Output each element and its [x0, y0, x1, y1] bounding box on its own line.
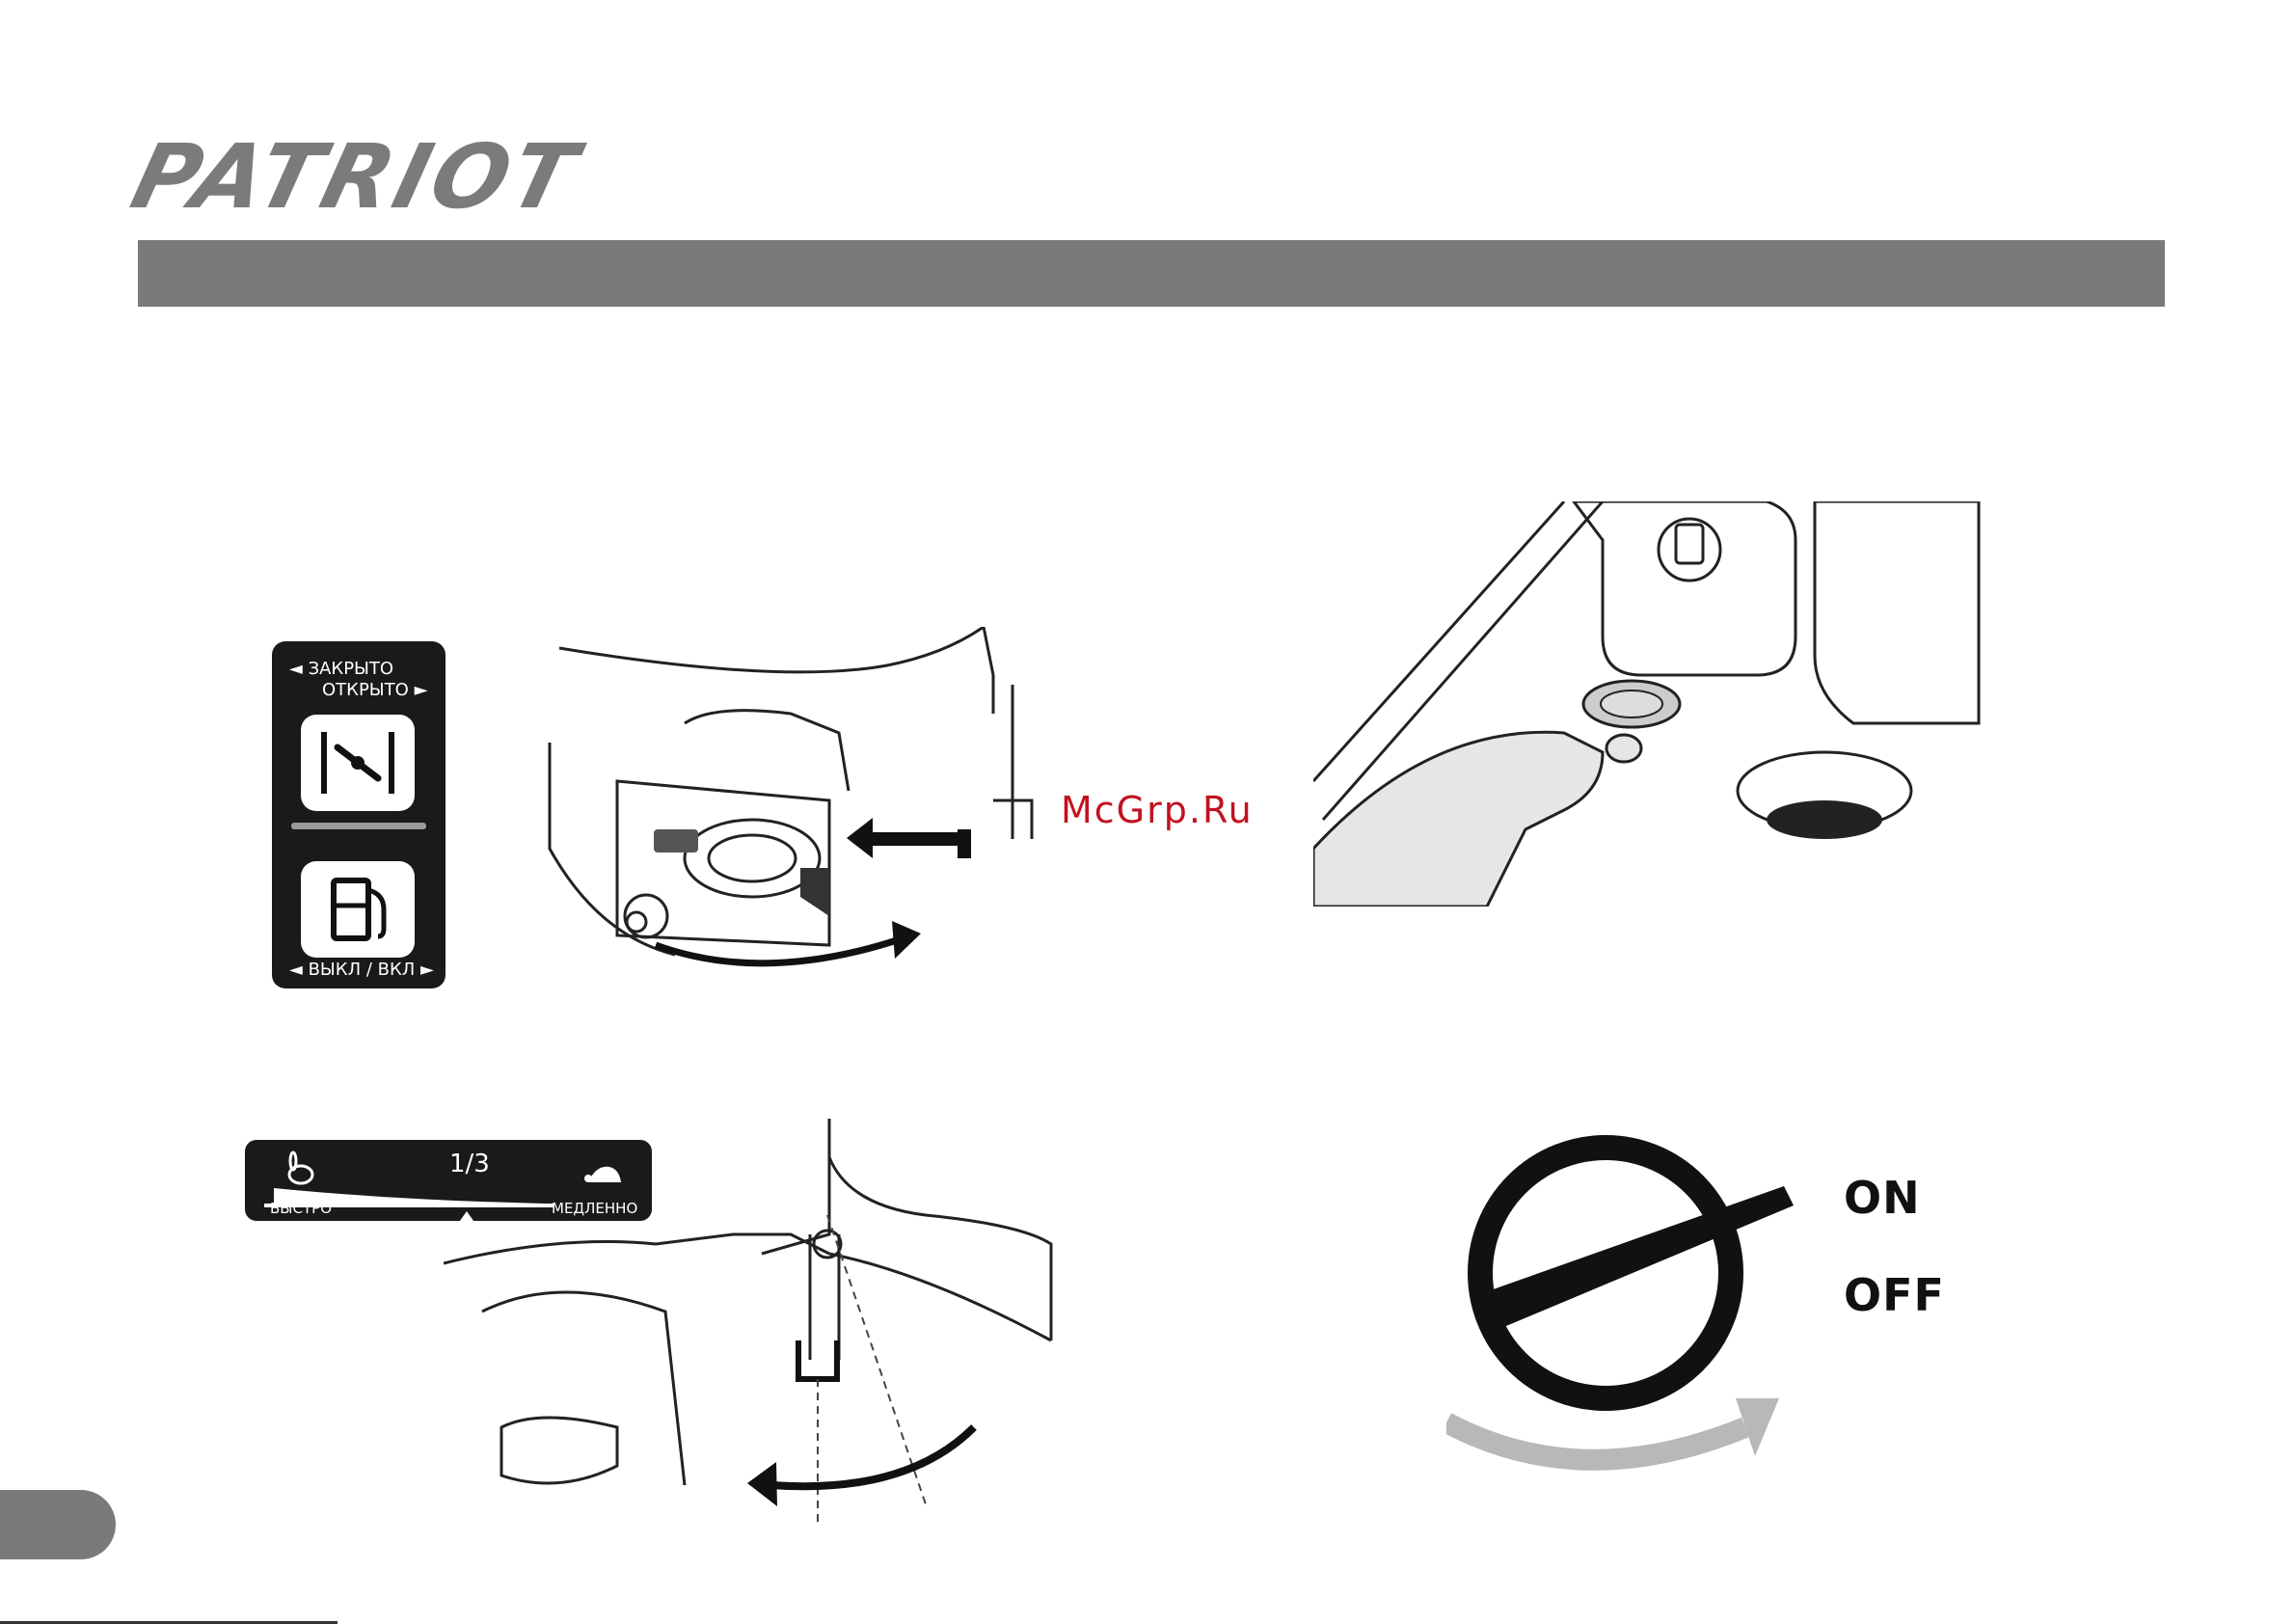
- fuel-valve-text: ◄ ВЫКЛ / ВКЛ ►: [289, 960, 434, 980]
- engine-switch-icon: [1446, 1090, 1851, 1495]
- choke-closed-text: ◄ ЗАКРЫТО: [289, 659, 393, 679]
- rabbit-icon: [282, 1150, 320, 1188]
- choke-valve-icon: [301, 715, 415, 811]
- fuel-pump-icon: [301, 861, 415, 958]
- switch-on-label: ON: [1844, 1172, 1921, 1224]
- page-number-tab: [0, 1490, 116, 1559]
- patriot-logo: PATRIOT: [122, 125, 590, 229]
- label-separator: [291, 823, 426, 829]
- throttle-fast-text: БЫСТРО: [270, 1200, 332, 1217]
- switch-off-label: OFF: [1844, 1269, 1945, 1321]
- watermark: McGrp.Ru: [1061, 789, 1254, 831]
- fuel-lever-illustration: [540, 627, 1061, 993]
- fuel-cap-illustration: [1313, 501, 1988, 907]
- choke-open-text: ОТКРЫТО ►: [322, 680, 427, 700]
- choke-fuel-label: ◄ ЗАКРЫТО ОТКРЫТО ► ◄ ВЫКЛ / ВКЛ ►: [272, 641, 446, 988]
- header-bar: [138, 240, 2165, 307]
- throttle-lever-illustration: [444, 1119, 1061, 1524]
